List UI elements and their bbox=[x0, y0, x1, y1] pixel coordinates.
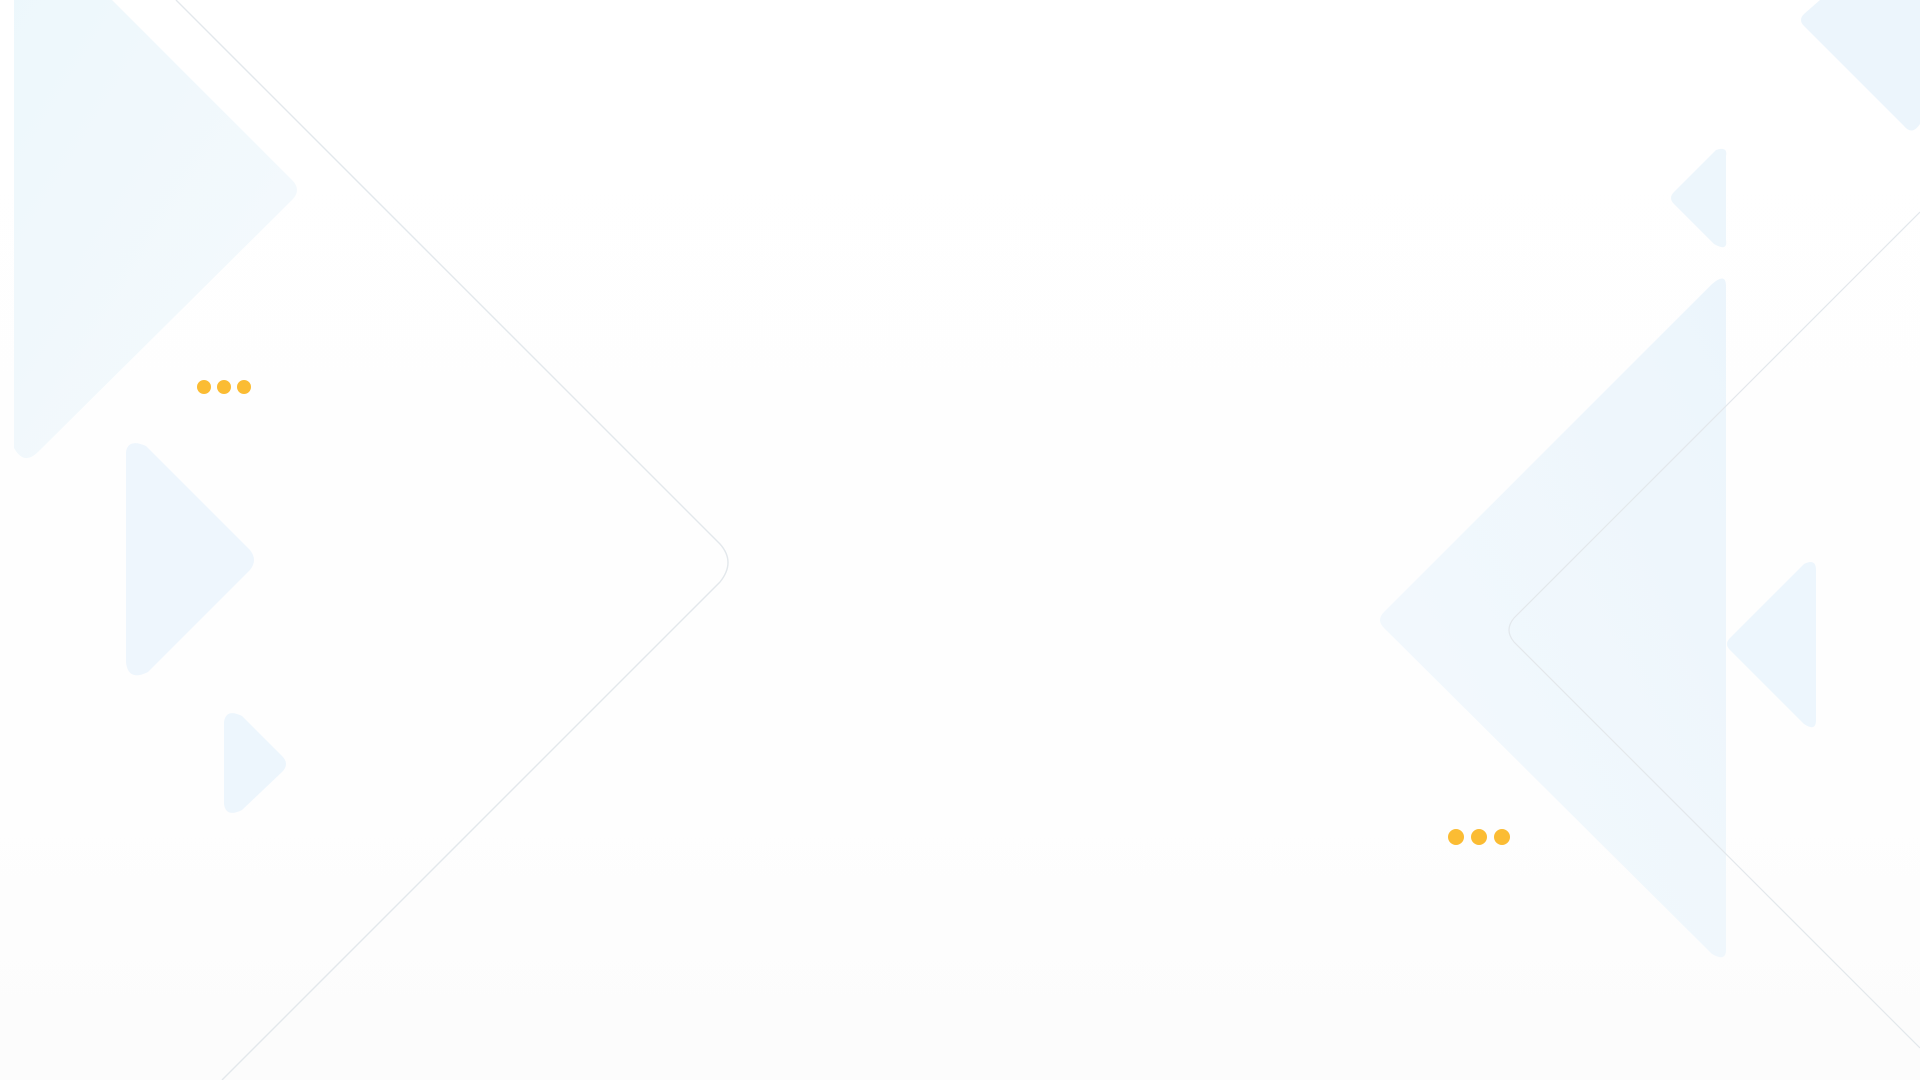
accent-dots-left bbox=[197, 380, 251, 394]
outline-chevron-right bbox=[1508, 211, 1920, 1049]
mini-triangle-right bbox=[1727, 562, 1816, 728]
accent-dot bbox=[197, 380, 211, 394]
large-triangle-top-left bbox=[14, 0, 297, 459]
small-triangle-right-top bbox=[1671, 148, 1727, 248]
accent-dot bbox=[1448, 829, 1464, 845]
accent-dot bbox=[1471, 829, 1487, 845]
large-triangle-right bbox=[1380, 278, 1726, 958]
mid-triangle-left bbox=[126, 443, 254, 676]
small-triangle-left bbox=[224, 713, 286, 813]
accent-dot bbox=[217, 380, 231, 394]
accent-dot bbox=[237, 380, 251, 394]
outline-chevron-left bbox=[175, 0, 729, 1080]
accent-dots-right bbox=[1448, 829, 1510, 845]
corner-triangle-top-right bbox=[1801, 0, 1920, 131]
accent-dot bbox=[1494, 829, 1510, 845]
